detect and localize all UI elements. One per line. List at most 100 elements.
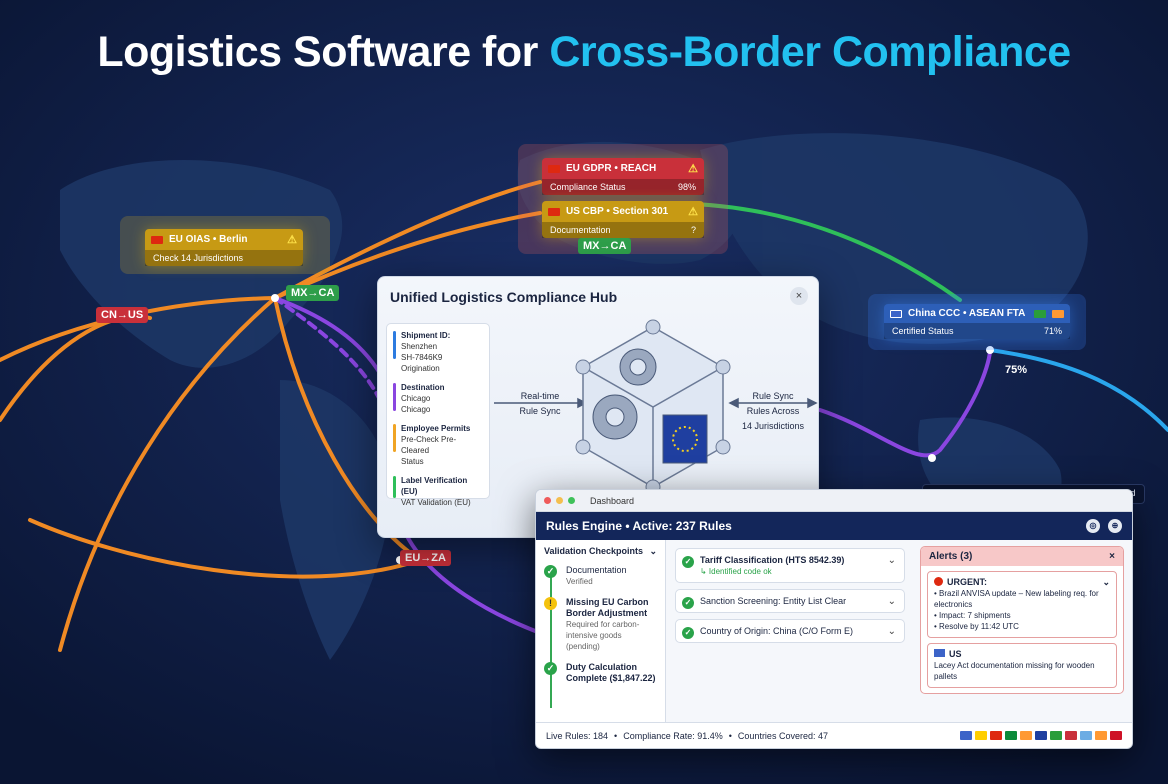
permits-status: Pre-Check Pre-Cleared xyxy=(401,435,457,455)
check-label: Country of Origin: China (C/O Form E) xyxy=(700,626,854,636)
route-orange-5 xyxy=(273,296,422,562)
hub-close-button[interactable]: × xyxy=(790,287,808,305)
vat-validation: VAT Validation (EU) xyxy=(401,498,471,507)
tag-china-ccc-pct: 71% xyxy=(1043,326,1062,336)
hub-shipment-sidebar: Shipment ID: Shenzhen SH-7846K9 Originat… xyxy=(386,323,490,507)
compliance-hub-panel: Unified Logistics Compliance Hub × Shipm… xyxy=(377,276,819,538)
flag-icon xyxy=(975,731,987,740)
separator: • xyxy=(614,730,618,741)
alert-line: • Resolve by 11:42 UTC xyxy=(934,622,1019,631)
route-label-mx-ca-left[interactable]: MX→CA xyxy=(286,285,340,301)
shipment-label: Shipment ID: xyxy=(401,331,451,340)
route-label-pct: 75% xyxy=(1005,364,1028,376)
shipment-origin: Origination xyxy=(401,364,440,373)
tag-eu-oias[interactable]: EU OIAS • Berlin⚠ Check 14 Jurisdictions xyxy=(145,229,303,266)
checkpoint-documentation[interactable]: ✓ Documentation Verified xyxy=(544,565,657,587)
checkpoint-title: Missing EU Carbon Border Adjustment xyxy=(566,597,649,618)
check-origin[interactable]: ✓ Country of Origin: China (C/O Form E) … xyxy=(675,619,905,643)
window-tab-title[interactable]: Dashboard xyxy=(590,495,635,506)
route-label-eu-za[interactable]: EU→ZA xyxy=(400,550,451,566)
flag-icon xyxy=(1050,731,1062,740)
check-label: Tariff Classification (HTS 8542.39) xyxy=(700,555,845,565)
alerts-column: Alerts (3) × URGENT: ⌄ • Brazil ANVISA upd… xyxy=(914,540,1130,724)
validation-checkpoints: Validation Checkpoints⌄ ✓ Documentation … xyxy=(536,540,666,724)
check-icon: ✓ xyxy=(682,597,694,609)
checkpoint-duty[interactable]: ✓ Duty Calculation Complete ($1,847.22) xyxy=(544,662,657,684)
shipment-origin-city: Shenzhen xyxy=(401,342,438,351)
page-headline: Logistics Software for Cross-Border Comp… xyxy=(0,28,1168,77)
checkpoint-sub: Verified xyxy=(566,577,593,586)
tag-china-ccc-title: China CCC • ASEAN FTA xyxy=(908,308,1026,319)
separator: • xyxy=(728,730,732,741)
tag-eu-gdpr-pct: 98% xyxy=(677,182,696,192)
warning-icon: ⚠ xyxy=(688,206,698,218)
route-orange-2 xyxy=(273,211,542,300)
check-icon: ✓ xyxy=(682,627,694,639)
route-blue-1 xyxy=(988,348,1168,432)
settings-icon[interactable]: ◎ xyxy=(1086,519,1100,533)
chevron-down-icon[interactable]: ⌄ xyxy=(649,546,657,556)
route-purple-3 xyxy=(818,348,992,458)
tag-us-cbp-pct: ? xyxy=(690,225,696,235)
alert-urgent[interactable]: URGENT: ⌄ • Brazil ANVISA update – New la… xyxy=(927,571,1117,638)
close-icon[interactable]: × xyxy=(1109,551,1115,562)
compliance-rate: Compliance Rate: 91.4% xyxy=(623,730,723,741)
route-purple-2 xyxy=(273,296,382,402)
checkpoint-title: Documentation xyxy=(566,565,627,575)
checks-list: ✓ Tariff Classification (HTS 8542.39) ↳ … xyxy=(667,540,913,724)
check-sanction[interactable]: ✓ Sanction Screening: Entity List Clear … xyxy=(675,589,905,613)
alert-us[interactable]: US Lacey Act documentation missing for w… xyxy=(927,643,1117,688)
warning-icon: ⚠ xyxy=(688,163,698,175)
chevron-down-icon[interactable]: ⌄ xyxy=(1102,577,1110,587)
tag-eu-gdpr-title: EU GDPR • REACH xyxy=(566,163,657,174)
label-verification: Label Verification (EU) xyxy=(401,476,468,496)
alert-line: Lacey Act documentation missing for wood… xyxy=(934,661,1095,681)
rule-sync-label: Rule Sync xyxy=(519,406,561,416)
flag-icon xyxy=(960,731,972,740)
tag-us-cbp[interactable]: US CBP • Section 301 ⚠ Documentation? xyxy=(542,201,704,238)
alerts-title: Alerts (3) xyxy=(929,551,973,562)
chevron-down-icon[interactable]: ⌄ xyxy=(887,596,896,607)
alert-title: URGENT: xyxy=(947,577,987,587)
jurisdictions-count: 14 Jurisdictions xyxy=(741,421,805,431)
rules-engine-title: Rules Engine • Active: 237 Rules xyxy=(546,519,732,533)
dashboard-footer: Live Rules: 184 • Compliance Rate: 91.4%… xyxy=(536,722,1132,748)
alert-line: • Brazil ANVISA update – New labeling re… xyxy=(934,589,1099,609)
flag-icon xyxy=(1020,731,1032,740)
check-sub: ↳ Identified code ok xyxy=(700,567,772,576)
route-label-cn-us[interactable]: CN→US xyxy=(96,307,149,323)
timeline-line xyxy=(550,568,552,708)
add-icon[interactable]: ⊕ xyxy=(1108,519,1122,533)
tag-us-cbp-detail: Documentation xyxy=(550,225,611,235)
destination-label: Destination xyxy=(401,383,445,392)
chevron-down-icon[interactable]: ⌄ xyxy=(887,626,896,637)
live-rules-count: Live Rules: 184 xyxy=(546,730,609,741)
warning-icon: ⚠ xyxy=(287,234,297,246)
realtime-label: Real-time xyxy=(520,391,560,401)
route-label-mx-ca[interactable]: MX→CA xyxy=(578,238,632,254)
headline-accent: Cross-Border Compliance xyxy=(549,28,1071,76)
check-tariff[interactable]: ✓ Tariff Classification (HTS 8542.39) ↳ … xyxy=(675,548,905,583)
check-label: Sanction Screening: Entity List Clear xyxy=(700,596,847,606)
hub-rule-sync: Rule Sync Rules Across 14 Jurisdictions xyxy=(728,389,818,434)
close-dot[interactable] xyxy=(544,497,551,504)
hub-cube-illustration xyxy=(494,319,818,495)
rules-engine-dashboard: Dashboard Rules Engine • Active: 237 Rul… xyxy=(535,489,1133,749)
us-flag-icon xyxy=(934,649,945,657)
rule-sync-right: Rule Sync xyxy=(752,391,794,401)
flag-icon xyxy=(1035,731,1047,740)
countries-covered: Countries Covered: 47 xyxy=(737,730,828,741)
destination-city: Chicago xyxy=(401,405,431,414)
alerts-panel: Alerts (3) × URGENT: ⌄ • Brazil ANVISA upd… xyxy=(920,546,1124,694)
chevron-down-icon[interactable]: ⌄ xyxy=(887,555,896,566)
minimize-dot[interactable] xyxy=(556,497,563,504)
checkpoint-title: Duty Calculation Complete ($1,847.22) xyxy=(566,662,656,683)
checkpoint-carbon[interactable]: ! Missing EU Carbon Border Adjustment Re… xyxy=(544,597,657,652)
alert-line: • Impact: 7 shipments xyxy=(934,611,1011,620)
tag-eu-oias-detail: Check 14 Jurisdictions xyxy=(153,253,244,263)
maximize-dot[interactable] xyxy=(568,497,575,504)
tag-us-cbp-title: US CBP • Section 301 xyxy=(566,206,669,217)
dashboard-header: Rules Engine • Active: 237 Rules ◎ ⊕ xyxy=(536,512,1132,540)
